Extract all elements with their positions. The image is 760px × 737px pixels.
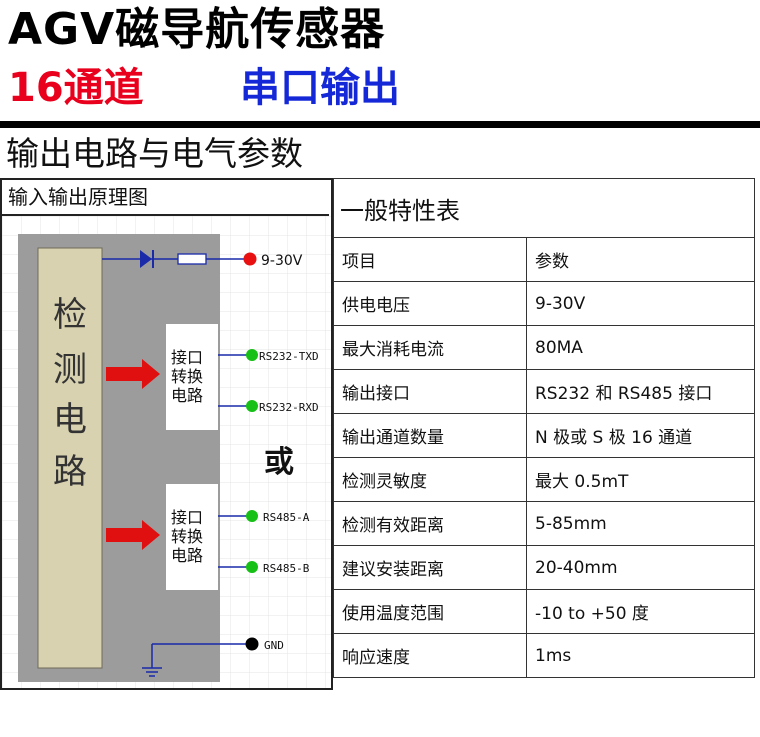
- fuse-icon: [177, 253, 207, 265]
- txd-terminal: [246, 349, 258, 361]
- converter-1-line-3: 电路: [171, 386, 203, 405]
- table-row: 供电电压 9-30V: [333, 281, 755, 326]
- row-value: 9-30V: [526, 281, 755, 326]
- rs485b-label: RS485-B: [263, 562, 310, 575]
- detect-char-4: 路: [53, 452, 87, 492]
- spec-table: 一般特性表 项目 参数 供电电压 9-30V 最大消耗电流 80MA 输出接口 …: [333, 178, 755, 678]
- product-title: AGV磁导航传感器: [8, 4, 386, 55]
- row-label: 使用温度范围: [333, 589, 527, 634]
- diagram-caption: 输入输出原理图: [2, 180, 329, 216]
- gnd-label: GND: [264, 639, 284, 652]
- row-label: 输出接口: [333, 369, 527, 414]
- converter-2-line-2: 转换: [171, 527, 203, 546]
- rxd-label: RS232-RXD: [259, 401, 319, 414]
- or-label: 或: [264, 445, 294, 480]
- detect-char-3: 电: [53, 400, 87, 440]
- rs485a-label: RS485-A: [263, 511, 310, 524]
- section-title: 输出电路与电气参数: [6, 134, 303, 173]
- spec-table-title: 一般特性表: [333, 178, 755, 238]
- header-param: 参数: [526, 237, 755, 282]
- signal-arrow-2-icon: [106, 520, 160, 550]
- table-row: 输出通道数量 N 极或 S 极 16 通道: [333, 413, 755, 458]
- converter-2-line-1: 接口: [171, 508, 203, 527]
- power-terminal: [243, 252, 257, 266]
- row-value: 20-40mm: [526, 545, 755, 590]
- signal-arrow-1-icon: [106, 359, 160, 389]
- header-item: 项目: [333, 237, 527, 282]
- row-value: -10 to +50 度: [526, 589, 755, 634]
- table-row: 响应速度 1ms: [333, 633, 755, 678]
- row-label: 响应速度: [333, 633, 527, 678]
- circuit-diagram: 检 测 电 路 9-30V 接口 转换 电路 RS232-TXD RS232-R…: [2, 216, 331, 688]
- table-row: 检测灵敏度 最大 0.5mT: [333, 457, 755, 502]
- table-header-row: 项目 参数: [333, 237, 755, 282]
- table-row: 输出接口 RS232 和 RS485 接口: [333, 369, 755, 414]
- table-row: 最大消耗电流 80MA: [333, 325, 755, 370]
- interface-converter-1: [166, 324, 218, 430]
- diode-icon: [140, 250, 152, 268]
- converter-2-line-3: 电路: [171, 546, 203, 565]
- header-divider: [0, 121, 760, 128]
- row-value: 80MA: [526, 325, 755, 370]
- row-value: 5-85mm: [526, 501, 755, 546]
- row-value: 1ms: [526, 633, 755, 678]
- diagram-frame: [0, 178, 333, 690]
- table-row: 建议安装距离 20-40mm: [333, 545, 755, 590]
- txd-label: RS232-TXD: [259, 350, 319, 363]
- channel-count-title: 16通道: [8, 65, 144, 111]
- rs485b-terminal: [246, 561, 258, 573]
- interface-converter-2: [166, 484, 218, 590]
- rs485a-terminal: [246, 510, 258, 522]
- detect-char-1: 检: [53, 295, 87, 335]
- detect-circuit-block: [37, 247, 103, 669]
- row-label: 建议安装距离: [333, 545, 527, 590]
- table-row: 检测有效距离 5-85mm: [333, 501, 755, 546]
- table-row: 使用温度范围 -10 to +50 度: [333, 589, 755, 634]
- row-label: 输出通道数量: [333, 413, 527, 458]
- row-label: 检测灵敏度: [333, 457, 527, 502]
- spec-title-row: 一般特性表: [333, 178, 755, 238]
- output-type-title: 串口输出: [240, 65, 400, 111]
- power-label: 9-30V: [261, 253, 303, 269]
- converter-1-line-1: 接口: [171, 348, 203, 367]
- row-label: 供电电压: [333, 281, 527, 326]
- converter-1-line-2: 转换: [171, 367, 203, 386]
- row-label: 检测有效距离: [333, 501, 527, 546]
- gnd-terminal: [245, 637, 259, 651]
- row-value: N 极或 S 极 16 通道: [526, 413, 755, 458]
- row-value: 最大 0.5mT: [526, 457, 755, 502]
- detect-char-2: 测: [53, 350, 87, 390]
- row-value: RS232 和 RS485 接口: [526, 369, 755, 414]
- row-label: 最大消耗电流: [333, 325, 527, 370]
- rxd-terminal: [246, 400, 258, 412]
